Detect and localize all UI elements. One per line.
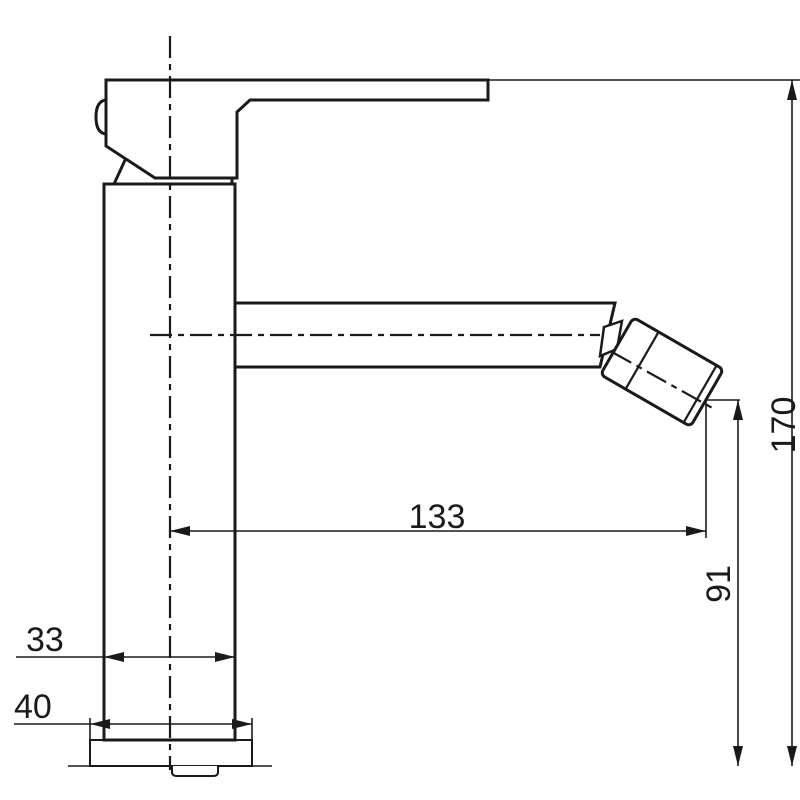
dim-33-arrow-left — [104, 652, 124, 662]
dim-40-label: 40 — [14, 688, 52, 726]
dim-133-arrow-right — [686, 526, 706, 536]
dim-170-arrow-top — [787, 80, 797, 100]
dim-40-arrow-right — [232, 719, 252, 729]
handle-button — [94, 98, 108, 136]
aerator-centerline — [611, 351, 717, 411]
dim-170-arrow-bottom — [787, 746, 797, 766]
dim-40-arrow-left — [90, 719, 110, 729]
aerator — [600, 317, 724, 427]
dim-133-arrow-left — [170, 526, 190, 536]
dim-170-label: 170 — [765, 397, 800, 454]
dim-33-label: 33 — [26, 621, 64, 659]
dim-91-arrow-top — [733, 400, 743, 420]
dim-91-label: 91 — [700, 565, 738, 603]
spout — [233, 301, 617, 369]
dim-91-arrow-bottom — [733, 746, 743, 766]
dim-133-label: 133 — [409, 498, 466, 536]
handle-lever — [104, 78, 490, 180]
supply-hose — [171, 766, 219, 777]
dim-33-arrow-right — [215, 652, 235, 662]
